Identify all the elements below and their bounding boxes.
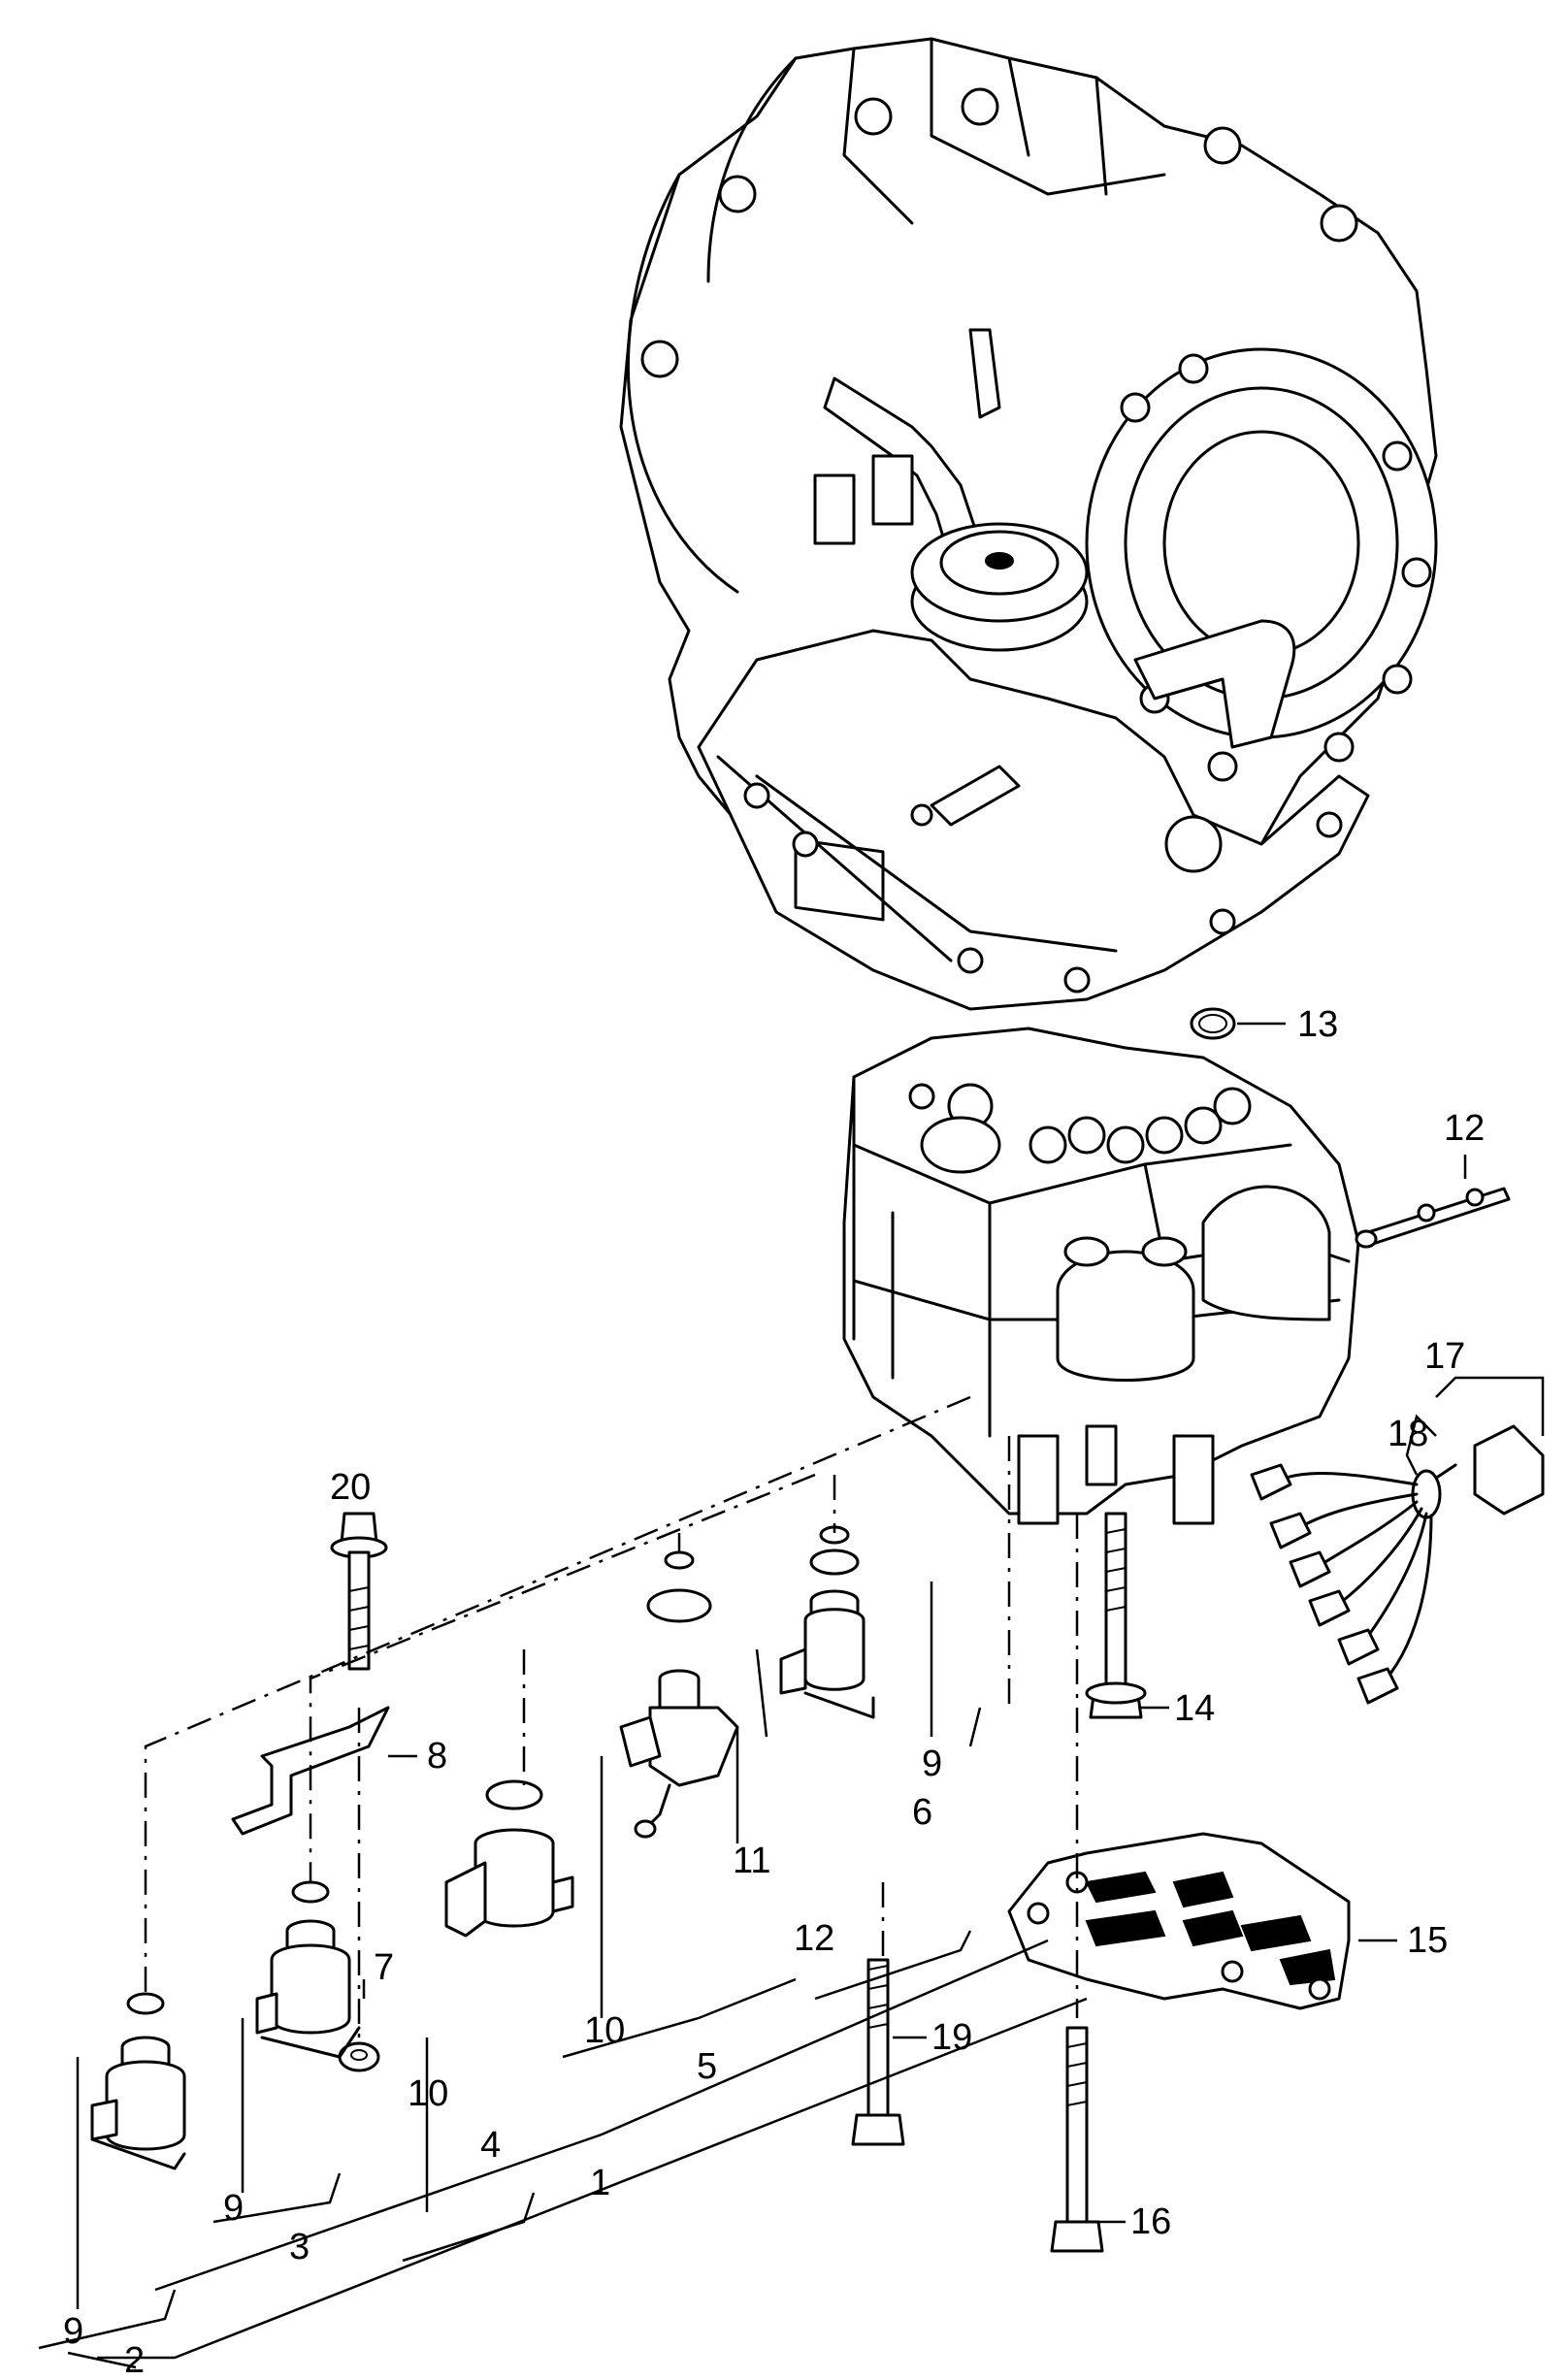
callout-16: 16 xyxy=(1130,2201,1171,2242)
valve-body xyxy=(842,1027,1360,1525)
transmission-housing xyxy=(619,37,1438,1011)
callout-leader-lines xyxy=(38,1022,1545,2369)
callout-17: 17 xyxy=(1424,1336,1465,1377)
callout-3: 3 xyxy=(289,2227,310,2267)
callout-11: 11 xyxy=(733,1841,770,1881)
callout-9-middle: 9 xyxy=(223,2188,244,2229)
assembly-centre-lines xyxy=(144,1395,1079,2038)
callout-13: 13 xyxy=(1297,1004,1338,1045)
callout-9-right: 9 xyxy=(922,1744,942,1784)
callout-1: 1 xyxy=(590,2163,610,2203)
part-3-solenoid xyxy=(255,1880,361,2059)
callout-6: 6 xyxy=(912,1792,932,1833)
part-13-o-ring xyxy=(1190,1007,1236,1040)
part-2-solenoid xyxy=(90,1992,186,2170)
callout-19: 19 xyxy=(931,2017,972,2058)
callout-labels: 13 12 17 18 20 14 8 11 9 6 12 15 7 10 5 … xyxy=(63,1004,1485,2380)
part-4-solenoid xyxy=(444,1779,574,1938)
callout-18: 18 xyxy=(1388,1414,1428,1454)
part-19-bolt xyxy=(851,1958,905,2146)
part-17-wiring-harness xyxy=(1250,1424,1545,1705)
callout-2: 2 xyxy=(124,2340,145,2380)
part-5-solenoid xyxy=(619,1550,739,1839)
part-13-o-ring-inner xyxy=(1198,1014,1227,1033)
part-16-bolt xyxy=(1050,2026,1104,2253)
part-8-bracket xyxy=(231,1706,390,1836)
callout-12-pin: 12 xyxy=(1444,1108,1485,1149)
part-15-gasket xyxy=(1007,1832,1351,2010)
callout-5: 5 xyxy=(697,2046,717,2087)
callout-4: 4 xyxy=(480,2125,501,2166)
callout-10-left: 10 xyxy=(408,2073,448,2114)
callout-12-main: 12 xyxy=(794,1918,834,1959)
callout-15: 15 xyxy=(1407,1920,1448,1961)
part-14-bolt xyxy=(1085,1512,1147,1719)
callout-7: 7 xyxy=(374,1947,394,1988)
part-12-pin xyxy=(1355,1187,1511,1249)
callout-20: 20 xyxy=(330,1467,371,1508)
part-6-solenoid xyxy=(779,1525,875,1719)
callout-8: 8 xyxy=(427,1736,447,1777)
callout-10-middle: 10 xyxy=(584,2010,625,2051)
callout-14: 14 xyxy=(1174,1688,1215,1729)
callout-9-left: 9 xyxy=(63,2311,83,2352)
part-20-bolt xyxy=(330,1512,388,1671)
